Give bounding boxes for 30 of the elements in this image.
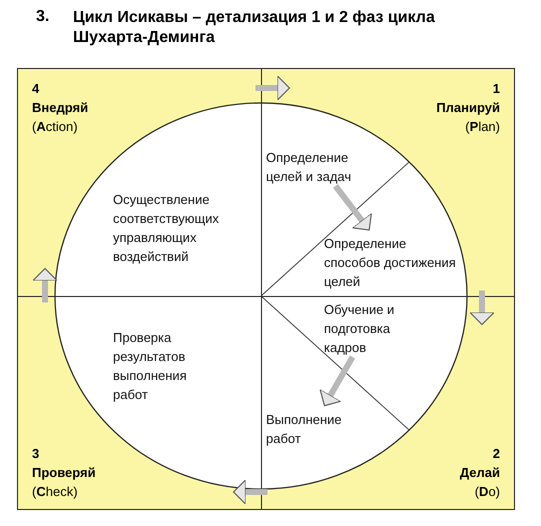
block-arrow xyxy=(32,268,58,302)
quadrant-panel xyxy=(261,68,515,297)
sector-text: Проверка результатов выполнения работ xyxy=(113,328,213,404)
quadrant-panel xyxy=(17,296,262,510)
step-subtitle: (Plan) xyxy=(464,118,500,136)
block-arrow xyxy=(333,184,372,231)
step-number: 2 xyxy=(492,445,500,463)
block-arrow xyxy=(256,75,290,101)
sector-text: Определение целей и задач xyxy=(266,148,376,186)
step-subtitle: (Do) xyxy=(474,483,500,501)
step-subtitle: (Action) xyxy=(32,118,79,136)
section-number: 3. xyxy=(36,8,50,26)
step-title: Проверяй xyxy=(32,464,96,482)
block-arrow xyxy=(232,479,268,505)
step-title: Внедряй xyxy=(32,99,88,117)
step-title: Делай xyxy=(460,464,500,482)
block-arrow xyxy=(320,356,356,406)
step-subtitle: (Check) xyxy=(32,483,79,501)
quadrant-panel xyxy=(261,296,515,510)
step-number: 4 xyxy=(32,80,40,98)
step-number: 3 xyxy=(32,445,40,463)
block-arrow xyxy=(469,290,495,326)
sector-text: Выполнение работ xyxy=(266,410,356,448)
sector-text: Обучение и подготовка кадров xyxy=(324,300,414,357)
sector-text: Определение способов достижения целей xyxy=(324,234,464,291)
sector-text: Осуществление соответствующих управляющих воздействий xyxy=(113,190,253,266)
step-title: Планируй xyxy=(436,99,500,117)
step-number: 1 xyxy=(492,80,500,98)
diagram-title: Цикл Исикавы – детализация 1 и 2 фаз цикла Шухарта-Деминга xyxy=(73,8,436,48)
quadrant-panel xyxy=(17,68,262,297)
